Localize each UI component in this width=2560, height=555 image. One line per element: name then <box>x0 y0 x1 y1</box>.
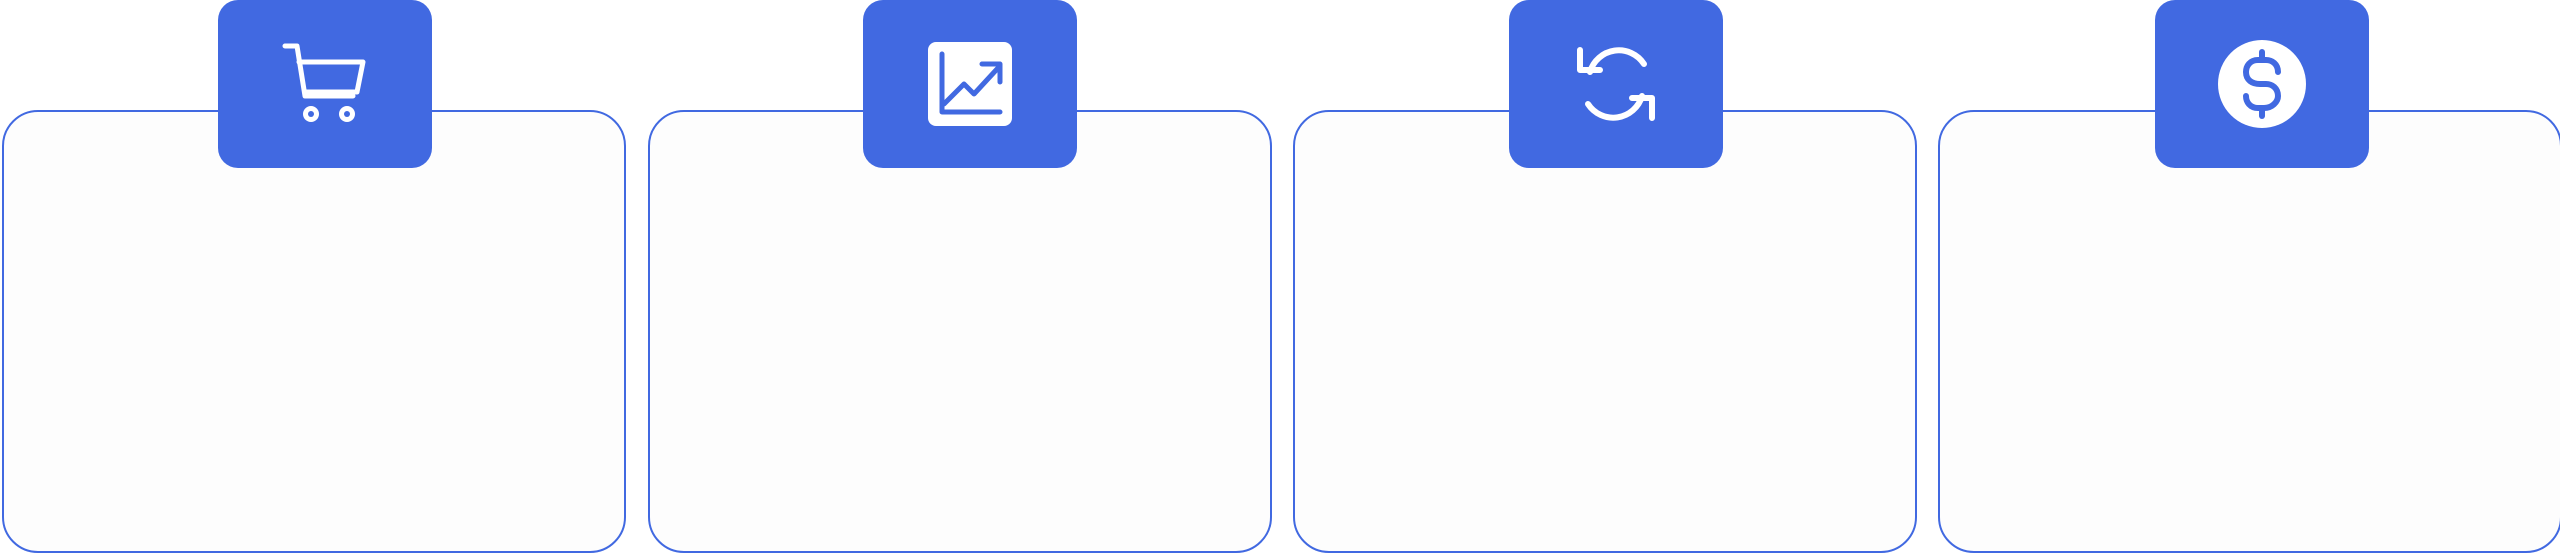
card-1 <box>2 110 626 553</box>
card-2-icon-badge <box>863 0 1077 168</box>
card-4 <box>1938 110 2560 553</box>
card-2 <box>648 110 1272 553</box>
card-1-icon-badge <box>218 0 432 168</box>
card-4-icon-badge <box>2155 0 2369 168</box>
refresh-icon <box>1577 47 1655 121</box>
card-3 <box>1293 110 1917 553</box>
card-3-icon-badge <box>1509 0 1723 168</box>
shopping-cart-icon <box>282 43 366 122</box>
chart-trend-icon <box>928 42 1012 126</box>
dollar-circle-icon <box>2218 40 2306 128</box>
